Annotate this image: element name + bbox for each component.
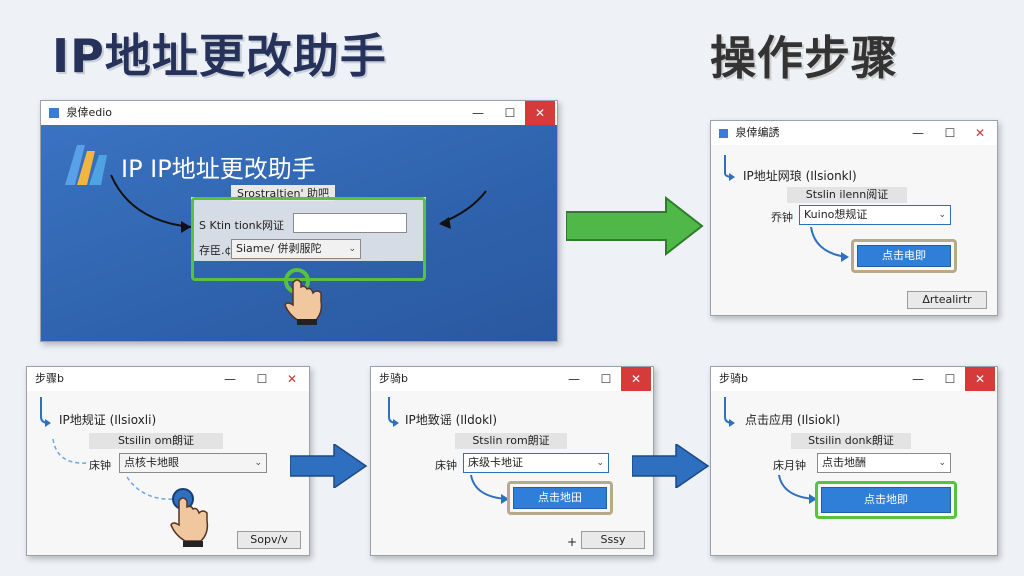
- page-heading-right: 操作步骤: [710, 31, 898, 85]
- main-window-title: 泉倖edio: [66, 106, 113, 119]
- step3-window: 步骑b — ☐ ✕ IP地致谣 (Ildokl) Stslin rom朗证 床钟…: [370, 366, 654, 556]
- blue-arrow-icon: [290, 444, 368, 488]
- minimize-button[interactable]: —: [224, 372, 236, 386]
- chevron-down-icon: ⌄: [596, 458, 604, 468]
- step4-heading: 点击应用 (Ilsiokl): [745, 413, 841, 427]
- close-button[interactable]: ✕: [974, 126, 986, 140]
- adapter-select[interactable]: Siame/ 併剥服陀 ⌄: [231, 239, 361, 259]
- main-arrows: [110, 174, 487, 233]
- blue-arrow-icon: [632, 444, 710, 488]
- maximize-button[interactable]: ☐: [944, 126, 956, 140]
- step2-dashed-arrows: [52, 438, 176, 500]
- step3-title: 步骑b: [379, 372, 408, 385]
- step3-row-label: 床钟: [435, 459, 457, 472]
- step4-select-value: 点击地酬: [822, 456, 866, 469]
- step1-heading: IP地址网琅 (Ilsionkl): [743, 169, 857, 183]
- step1-curve-arrow: [810, 226, 849, 262]
- step3-heading: IP地致谣 (Ildokl): [405, 413, 498, 427]
- step3-ok-button[interactable]: Sssy: [581, 531, 645, 549]
- step2-adapter-select[interactable]: 点核卡地眼 ⌄: [119, 453, 267, 473]
- step4-window: 步骑b — ☐ ✕ 点击应用 (Ilsiokl) Stsilin donk朗证 …: [710, 366, 998, 556]
- step1-apply-button[interactable]: 点击电即: [857, 245, 951, 267]
- step3-sub: Stslin rom朗证: [455, 433, 567, 449]
- step4-sub: Stsilin donk朗证: [791, 433, 911, 449]
- row2-label: 存臣.¢: [199, 244, 232, 257]
- step1-sub: Stslin ilenn阅证: [787, 187, 907, 203]
- hand-pointer-icon: [284, 268, 323, 325]
- step3-apply-button[interactable]: 点击地田: [513, 487, 607, 509]
- step1-select-value: Kuino想规证: [804, 208, 868, 221]
- close-button[interactable]: ✕: [286, 372, 298, 386]
- step4-highlight: [815, 481, 957, 519]
- step2-ok-button[interactable]: Sopv/v: [237, 531, 301, 549]
- chevron-down-icon: ⌄: [938, 210, 946, 220]
- step1-row-label: 乔钟: [771, 211, 793, 224]
- row1-label: S Ktin tionk网证: [199, 219, 284, 232]
- step4-titlebar: 步骑b: [711, 367, 997, 391]
- step4-row-label: 床月钟: [773, 459, 806, 472]
- plus-icon[interactable]: +: [567, 535, 578, 549]
- step3-arrow-icon: [388, 397, 399, 427]
- page-heading-left: IP地址更改助手: [52, 29, 387, 83]
- hand-pointer-icon[interactable]: [165, 485, 215, 551]
- maximize-button[interactable]: ☐: [600, 372, 612, 386]
- step3-highlight: [507, 481, 613, 515]
- main-window: 泉倖edio — ☐ ✕ IP IP地址更改助手 Srostraltien' 助…: [40, 100, 558, 342]
- ip-input[interactable]: [293, 213, 407, 233]
- chevron-down-icon: ⌄: [938, 458, 946, 468]
- step1-highlight: [851, 239, 957, 273]
- step4-curve-arrow: [778, 474, 817, 504]
- close-button[interactable]: ✕: [525, 101, 555, 125]
- step2-row-label: 床钟: [89, 459, 111, 472]
- step2-title: 步骤b: [35, 372, 64, 385]
- step1-titlebar: 泉倖编誘: [711, 121, 997, 145]
- step1-adapter-select[interactable]: Kuino想规证 ⌄: [799, 205, 951, 225]
- step2-heading: IP地规证 (Ilsioxli): [59, 413, 157, 427]
- app-title: IP IP地址更改助手: [121, 155, 316, 183]
- step4-adapter-select[interactable]: 点击地酬 ⌄: [817, 453, 951, 473]
- main-titlebar: 泉倖edio: [41, 101, 557, 125]
- step1-title: 泉倖编誘: [735, 126, 780, 139]
- chevron-down-icon: ⌄: [348, 244, 356, 254]
- step4-apply-button[interactable]: 点击地即: [821, 487, 951, 513]
- adapter-select-value: Siame/ 併剥服陀: [236, 242, 322, 255]
- maximize-button[interactable]: ☐: [256, 372, 268, 386]
- step1-arrow-icon: [724, 155, 735, 181]
- window-icon: [49, 108, 59, 118]
- step2-sub: Stsilin om朗证: [89, 433, 223, 449]
- step1-ok-button[interactable]: Δrtealirtr: [907, 291, 987, 309]
- close-button[interactable]: ✕: [621, 367, 651, 391]
- step1-window: 泉倖编誘 — ☐ ✕ IP地址网琅 (Ilsionkl) Stslin ilen…: [710, 120, 998, 316]
- step2-select-value: 点核卡地眼: [124, 456, 179, 469]
- step2-titlebar: 步骤b: [27, 367, 309, 391]
- maximize-button[interactable]: ☐: [504, 106, 516, 120]
- window-icon: [719, 128, 728, 138]
- step3-adapter-select[interactable]: 床级卡地证 ⌄: [463, 453, 609, 473]
- close-button[interactable]: ✕: [965, 367, 995, 391]
- step3-curve-arrow: [470, 474, 509, 504]
- minimize-button[interactable]: —: [912, 126, 924, 140]
- green-arrow-icon: [566, 196, 704, 256]
- step3-titlebar: 步骑b: [371, 367, 653, 391]
- chevron-down-icon: ⌄: [254, 458, 262, 468]
- minimize-button[interactable]: —: [472, 106, 484, 120]
- step2-arrow-icon: [40, 397, 51, 427]
- step4-arrow-icon: [724, 397, 735, 427]
- minimize-button[interactable]: —: [912, 372, 924, 386]
- app-logo-icon: [65, 145, 107, 185]
- step2-window: 步骤b — ☐ ✕ IP地规证 (Ilsioxli) Stsilin om朗证 …: [26, 366, 310, 556]
- minimize-button[interactable]: —: [568, 372, 580, 386]
- step4-title: 步骑b: [719, 372, 748, 385]
- maximize-button[interactable]: ☐: [944, 372, 956, 386]
- step3-select-value: 床级卡地证: [468, 456, 523, 469]
